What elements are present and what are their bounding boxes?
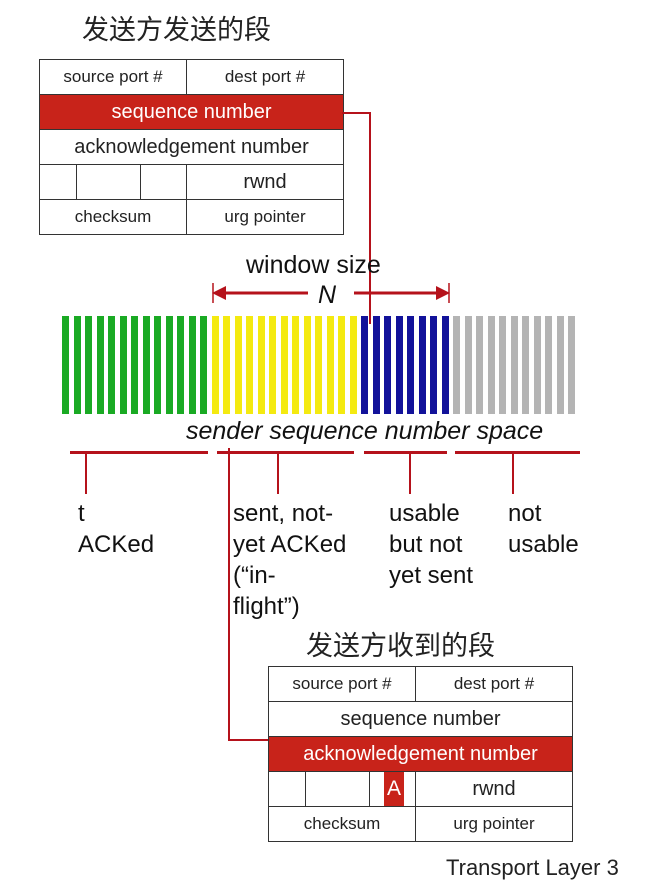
sequence-slot-2 (349, 316, 357, 414)
sequence-slot-1 (131, 316, 138, 414)
sequence-slot-1 (142, 316, 150, 414)
sequence-slot-1 (73, 316, 81, 414)
sequence-slot-2 (292, 316, 299, 414)
sequence-slot-1 (119, 316, 127, 414)
rwnd-field: rwnd (415, 771, 574, 807)
sequence-space-bar (62, 316, 582, 414)
ack-connector-v (228, 448, 230, 741)
sequence-slot-4 (568, 316, 575, 414)
sequence-slot-4 (499, 316, 506, 414)
received-segment-title: 发送方收到的段 (306, 631, 495, 662)
sequence-slot-3 (418, 316, 426, 414)
sequence-slot-1 (165, 316, 173, 414)
sequence-slot-2 (211, 316, 219, 414)
sequence-slot-3 (361, 316, 368, 414)
slide-footer: Transport Layer 3 (446, 855, 619, 880)
usable-category-label: usable but not yet sent (389, 500, 474, 589)
sequence-slot-1 (96, 316, 104, 414)
sequence-slot-2 (280, 316, 288, 414)
source-port-field: source port # (38, 59, 188, 95)
sequence-slot-3 (407, 316, 414, 414)
source-port-field: source port # (267, 666, 417, 702)
sequence-slot-3 (441, 316, 449, 414)
acked-range-line (70, 451, 208, 454)
sequence-number-field: sequence number (267, 701, 574, 737)
window-n-label: N (318, 281, 337, 309)
sequence-slot-1 (85, 316, 92, 414)
unused-field (305, 771, 370, 807)
sequence-slot-1 (62, 316, 69, 414)
sequence-slot-2 (338, 316, 345, 414)
sequence-slot-2 (223, 316, 230, 414)
checksum-field: checksum (267, 806, 417, 842)
sequence-slot-1 (154, 316, 161, 414)
not-usable-category-label: not usable (508, 500, 579, 558)
sequence-slot-4 (533, 316, 541, 414)
ack-flag-a: A (384, 772, 404, 806)
inflight-range-line (217, 451, 354, 454)
sequence-slot-1 (177, 316, 184, 414)
sequence-slot-1 (200, 316, 207, 414)
sequence-slot-2 (269, 316, 276, 414)
sequence-slot-1 (108, 316, 115, 414)
flags-field: A (368, 771, 417, 807)
sequence-slot-2 (234, 316, 242, 414)
checksum-field: checksum (38, 199, 188, 235)
sent-segment-header: source port # dest port # sequence numbe… (38, 59, 345, 235)
sequence-slot-4 (453, 316, 460, 414)
acked-category-label: t ACKed (78, 500, 155, 558)
urg-pointer-field: urg pointer (186, 199, 345, 235)
sequence-slot-4 (522, 316, 529, 414)
ack-connector-h (228, 739, 268, 741)
header-length-field (268, 771, 306, 807)
sequence-slot-3 (395, 316, 403, 414)
sequence-slot-2 (315, 316, 322, 414)
inflight-category-label: sent, not- yet ACKed (“in- flight”) (233, 500, 347, 620)
flags-field (139, 164, 188, 200)
sequence-slot-2 (257, 316, 265, 414)
acked-tick (85, 454, 87, 494)
sequence-slot-2 (303, 316, 311, 414)
sequence-slot-3 (372, 316, 380, 414)
sequence-slot-4 (510, 316, 518, 414)
seq-connector-h (342, 112, 370, 114)
sequence-slot-2 (246, 316, 253, 414)
rwnd-field: rwnd (186, 164, 345, 200)
sequence-slot-4 (556, 316, 564, 414)
sequence-slot-2 (326, 316, 334, 414)
dest-port-field: dest port # (415, 666, 574, 702)
ack-number-field: acknowledgement number (38, 129, 345, 165)
sequence-slot-3 (384, 316, 391, 414)
header-length-field (39, 164, 77, 200)
sequence-slot-4 (476, 316, 483, 414)
window-arrow (212, 283, 450, 303)
inflight-tick (277, 454, 279, 494)
sequence-slot-3 (430, 316, 437, 414)
sequence-space-label: sender sequence number space (186, 417, 544, 445)
received-segment-header: source port # dest port # sequence numbe… (267, 666, 574, 842)
sequence-slot-4 (487, 316, 495, 414)
usable-tick (409, 454, 411, 494)
seq-connector-v (369, 112, 371, 324)
sequence-slot-4 (464, 316, 472, 414)
ack-number-field-highlight: acknowledgement number (267, 736, 574, 772)
not-usable-range-line (455, 451, 580, 454)
urg-pointer-field: urg pointer (415, 806, 574, 842)
sent-segment-title: 发送方发送的段 (82, 15, 271, 46)
sequence-slot-1 (188, 316, 196, 414)
sequence-number-field-highlight: sequence number (38, 94, 345, 130)
unused-field (76, 164, 141, 200)
sequence-slot-4 (545, 316, 552, 414)
usable-range-line (364, 451, 447, 454)
dest-port-field: dest port # (186, 59, 345, 95)
not-usable-tick (512, 454, 514, 494)
window-size-label: window size (246, 251, 381, 279)
